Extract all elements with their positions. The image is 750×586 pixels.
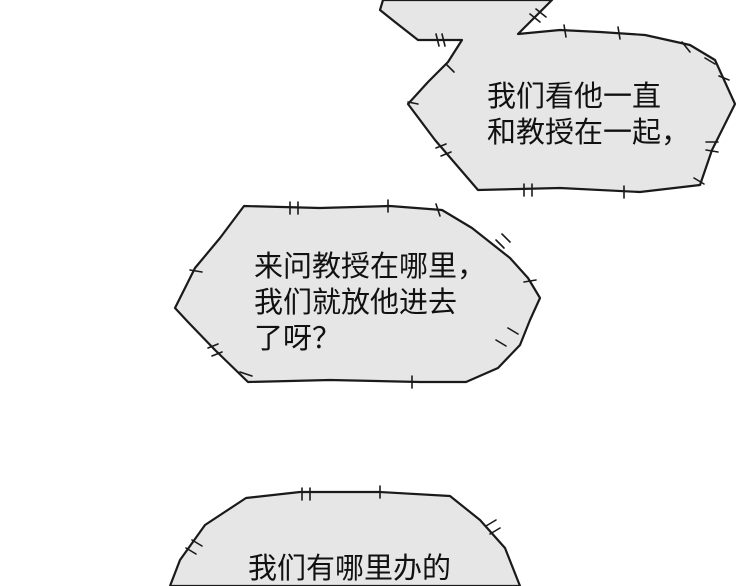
speech-bubble-top bbox=[378, 0, 737, 199]
speech-line: 我们看他一直 bbox=[487, 79, 662, 113]
speech-text-3: 我们有哪里办的 bbox=[248, 550, 451, 586]
speech-bubble-bottom bbox=[168, 485, 522, 586]
speech-bubble-middle bbox=[173, 199, 542, 389]
speech-line: 了呀？ bbox=[254, 321, 342, 355]
speech-line: 来问教授在哪里， bbox=[254, 249, 487, 283]
speech-line: 我们就放他进去 bbox=[254, 285, 458, 319]
speech-text-1: 我们看他一直 和教授在一起， bbox=[487, 78, 690, 150]
speech-line: 我们有哪里办的 bbox=[248, 551, 452, 585]
speech-line: 和教授在一起， bbox=[487, 115, 691, 149]
speech-text-2: 来问教授在哪里， 我们就放他进去 了呀？ bbox=[254, 248, 486, 356]
